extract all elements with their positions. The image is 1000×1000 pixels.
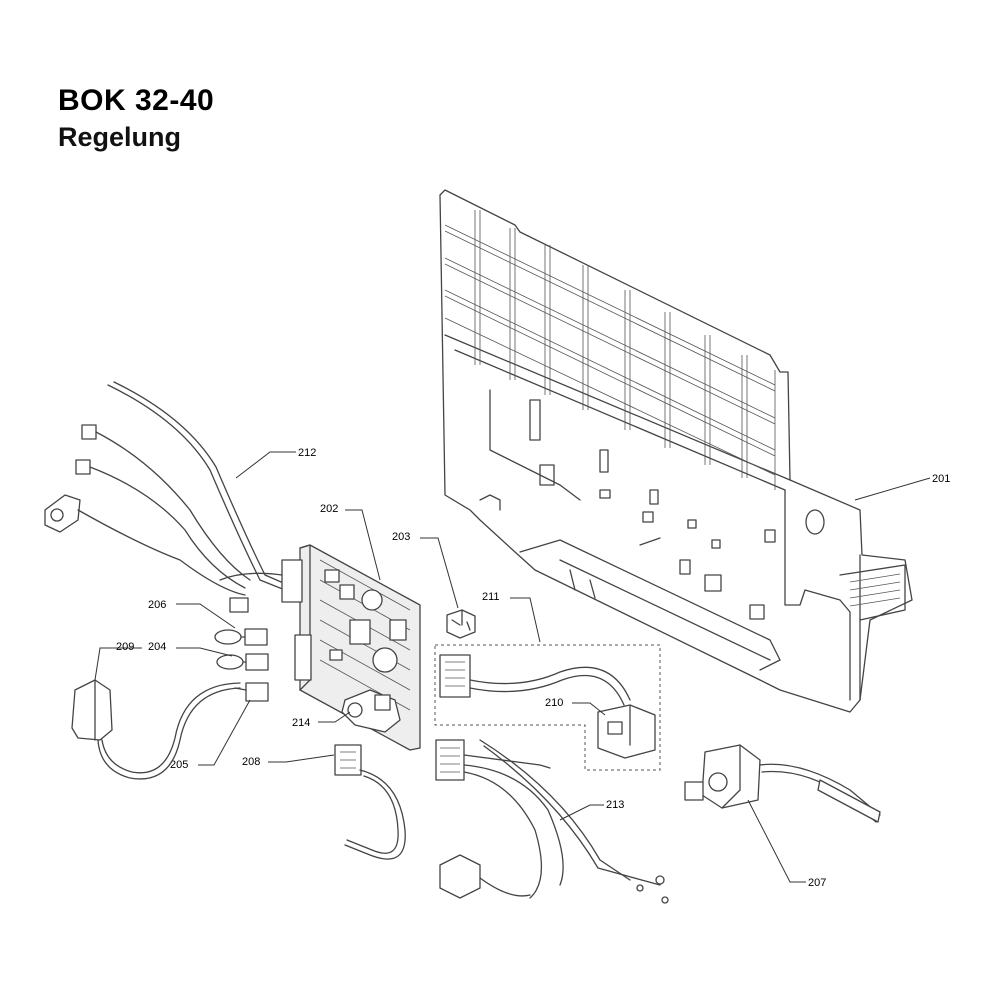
part-210-relay-module xyxy=(597,704,656,759)
part-214-fuse-holder xyxy=(341,689,401,733)
page-subtitle: Regelung xyxy=(58,122,182,152)
part-205-terminal-plug xyxy=(234,682,269,702)
part-212-wire-harness xyxy=(44,381,303,613)
callout-209: 209 xyxy=(116,641,134,653)
callout-208: 208 xyxy=(242,756,260,768)
part-207-thermostat xyxy=(684,744,881,823)
callout-206: 206 xyxy=(148,599,166,611)
part-203-plug-connector xyxy=(446,609,476,639)
callout-203: 203 xyxy=(392,531,410,543)
callout-211: 211 xyxy=(482,591,500,603)
callout-202: 202 xyxy=(320,503,338,515)
callout-210: 210 xyxy=(545,697,563,709)
part-201-control-housing xyxy=(439,189,913,713)
part-204-terminal-plug xyxy=(216,653,269,671)
callout-205: 205 xyxy=(170,759,188,771)
part-213-wire-harness xyxy=(435,739,669,904)
callout-213: 213 xyxy=(606,799,624,811)
part-208-cable-plug xyxy=(334,744,406,860)
part-209-sensor-cable xyxy=(71,679,241,780)
part-206-terminal-plug xyxy=(214,628,268,646)
group-211-outline xyxy=(434,644,661,771)
part-211-harness xyxy=(439,654,631,706)
callout-214: 214 xyxy=(292,717,310,729)
callout-201: 201 xyxy=(932,473,950,485)
callout-207: 207 xyxy=(808,877,826,889)
callout-212: 212 xyxy=(298,447,316,459)
callout-204: 204 xyxy=(148,641,166,653)
page-title: BOK 32-40 xyxy=(58,84,215,117)
